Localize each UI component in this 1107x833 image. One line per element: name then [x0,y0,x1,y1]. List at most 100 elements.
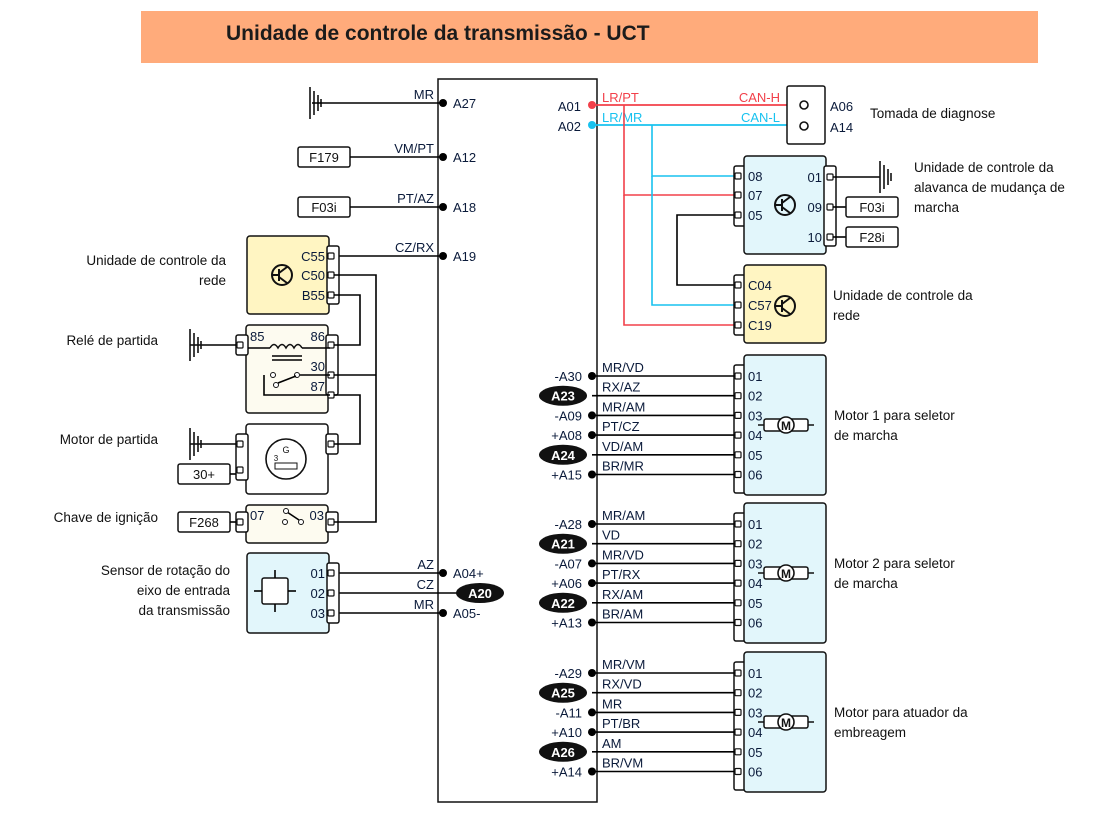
motor-pin-label: 01 [748,666,762,681]
lever-pin-label: 01 [808,170,822,185]
pin-terminal [826,233,834,241]
motor-pin-label: 06 [748,616,762,631]
fuse-f28i [845,226,899,248]
ground-icon [189,428,202,460]
sensor-pin-label: 01 [311,566,325,581]
starter-motor-label: Motor de partida [60,432,159,447]
motor-pin-label: 04 [748,725,762,740]
switch-contact [273,382,279,388]
motor-label: Motor 2 para seletor [834,556,955,571]
uct-pin-label: -A28 [555,517,582,532]
uct-pin-badge [539,682,587,703]
ground-icon [879,161,892,193]
lever-pin-label: 05 [748,208,762,223]
pin-terminal [734,431,742,439]
pin-terminal [734,372,742,380]
motor-wire-label: MR/VM [602,657,645,672]
switch-contact [298,519,304,525]
socket-pin-icon [799,100,809,110]
motor-label: Motor para atuador da [834,705,968,720]
relay-pin-86: 86 [311,329,325,344]
motor-wire-label: RX/AM [602,587,643,602]
motor-wire-label: VD/AM [602,439,643,454]
switch-blade [277,375,297,384]
pin-terminal [734,599,742,607]
motor-pin-label: 03 [748,408,762,423]
pin-terminal [327,271,335,279]
speed-sensor-label: eixo de entrada [137,583,231,598]
transistor-collector [781,196,791,204]
motor-wire-label: VD [602,528,620,543]
socket-pin-icon [799,121,809,131]
uct-pin-a02: A02 [558,119,581,134]
wire-color-label: CZ [417,577,434,592]
pin-terminal [734,451,742,459]
motor-icon: M [758,416,814,434]
pin-terminal [734,767,742,776]
network-unit-right-box [743,264,827,344]
pin-dot [439,153,447,161]
motor-pin-label: 01 [748,517,762,532]
pin-terminal [734,540,742,548]
pin-dot [439,569,447,577]
uct-pin-label: -A30 [555,369,582,384]
uct-pin-label: -A29 [555,666,582,681]
pin-terminal [734,211,742,219]
pin-terminal [327,252,335,260]
motor-pin-label: 03 [748,556,762,571]
can-h-drop-network [623,195,738,326]
pin-terminal [327,341,335,349]
pin-dot [588,728,596,737]
motor-label: embreagem [834,725,906,740]
motor-wire-label: PT/BR [602,716,640,731]
fuse-f03i-lever [845,196,899,218]
network-pin-label: C55 [301,249,325,264]
pin-terminal [734,411,742,419]
wire-c50-ignition [334,274,377,523]
uct-pin-badge [539,533,587,554]
network-pin-label: C19 [748,318,772,333]
transistor-icon [271,264,293,286]
wire-b55-86 [334,294,361,346]
motor-wire-label: RX/AZ [602,380,640,395]
pin-terminal [236,466,244,474]
motor-pin-label: 02 [748,389,762,404]
pin-terminal [734,392,742,400]
pin-badge-label: A26 [551,745,575,760]
pin-badge-label: A24 [551,448,576,463]
motor-wire-label: MR/VD [602,547,644,562]
lever-pin-label: 09 [808,200,822,215]
uct-pin-a01: A01 [558,99,581,114]
sensor-pin-label: 03 [311,606,325,621]
pin-badge-label: A25 [551,686,575,701]
pin-terminal [734,669,742,677]
motor-wire-label: BR/MR [602,459,644,474]
uct-pin-badge [539,444,587,465]
lever-pin-label: 07 [748,188,762,203]
motor-pin-label: 05 [748,745,762,760]
transistor-icon [774,194,796,216]
pin-terminal [327,518,335,526]
motor-wire-label: BR/AM [602,607,643,622]
motor-wire-label: MR/VD [602,360,644,375]
motor-pin-label: 05 [748,596,762,611]
relay-87-wire [263,375,330,396]
pin-dot [588,708,596,717]
network-unit-right-label: rede [833,308,860,323]
fuse-label: F179 [309,150,339,165]
motor-pin-label: 03 [748,705,762,720]
uct-pin-label: -A09 [555,408,582,423]
motor-icon: M [758,564,814,582]
pin-dot [588,470,596,479]
pin-terminal [734,191,742,199]
uct-pin-badge [539,741,587,762]
pin-terminal [734,728,742,736]
motor-wire-label: MR [602,696,622,711]
wire-color-label: MR [414,87,434,102]
pin-badge-label: A23 [551,389,575,404]
wire-label-lr-mr: LR/MR [602,110,642,125]
ignition-pin-07: 07 [250,508,264,523]
uct-pin-label: A04+ [453,566,484,581]
motor-symbol-label: M [781,419,791,433]
relay-pin-30: 30 [311,359,325,374]
